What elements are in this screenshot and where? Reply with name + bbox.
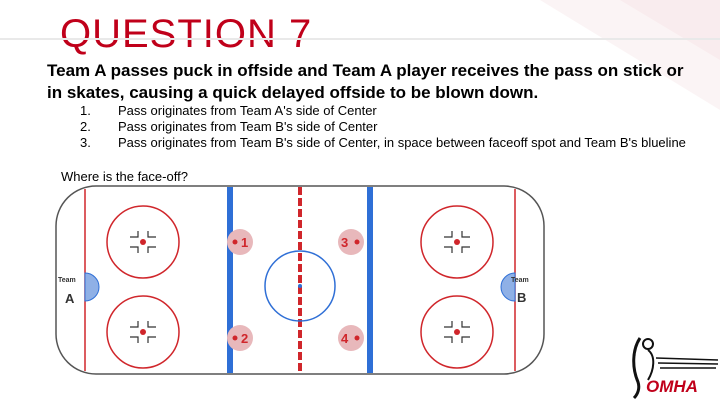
option-3[interactable]: 3. Pass originates from Team B's side of…	[80, 135, 700, 151]
slide-title: QUESTION 7	[60, 12, 313, 56]
title-divider	[0, 38, 720, 40]
center-spot	[298, 284, 302, 288]
team-b-letter: B	[517, 290, 526, 305]
options-list: 1. Pass originates from Team A's side of…	[80, 103, 700, 151]
endzone-circle-top-left	[106, 205, 180, 279]
option-text: Pass originates from Team B's side of Ce…	[118, 135, 686, 150]
spot-label-3: 3	[341, 235, 348, 250]
spot-label-2: 2	[241, 331, 248, 346]
neutral-spot-3: 3	[338, 229, 364, 255]
endzone-circle-bottom-left	[106, 295, 180, 369]
top-band	[0, 0, 720, 40]
option-2[interactable]: 2. Pass originates from Team B's side of…	[80, 119, 700, 135]
blue-line-left	[227, 187, 233, 373]
question-text: Team A passes puck in offside and Team A…	[47, 61, 684, 102]
team-a-letter: A	[65, 291, 75, 306]
option-text: Pass originates from Team B's side of Ce…	[118, 119, 378, 134]
omha-logo: OMHA	[632, 337, 719, 400]
hockey-rink-diagram: 1 2 3 4 Team A Team B	[55, 185, 545, 375]
crease-right	[500, 272, 516, 302]
spot-label-1: 1	[241, 235, 248, 250]
option-number: 3.	[80, 135, 91, 150]
endzone-circle-top-right	[420, 205, 494, 279]
crease-left	[84, 272, 100, 302]
option-number: 1.	[80, 103, 91, 118]
neutral-spot-2: 2	[227, 325, 253, 351]
logo-wordmark: OMHA	[646, 377, 698, 396]
neutral-spot-4: 4	[338, 325, 364, 351]
corner-decoration	[540, 0, 720, 110]
center-circle	[264, 250, 336, 322]
faceoff-prompt: Where is the face-off?	[61, 169, 188, 184]
endzone-circle-bottom-right	[420, 295, 494, 369]
option-1[interactable]: 1. Pass originates from Team A's side of…	[80, 103, 700, 119]
team-b-label: Team	[511, 277, 529, 284]
team-a-label: Team	[58, 277, 76, 284]
option-number: 2.	[80, 119, 91, 134]
blue-line-right	[367, 187, 373, 373]
neutral-spot-1: 1	[227, 229, 253, 255]
spot-label-4: 4	[341, 331, 349, 346]
option-text: Pass originates from Team A's side of Ce…	[118, 103, 377, 118]
